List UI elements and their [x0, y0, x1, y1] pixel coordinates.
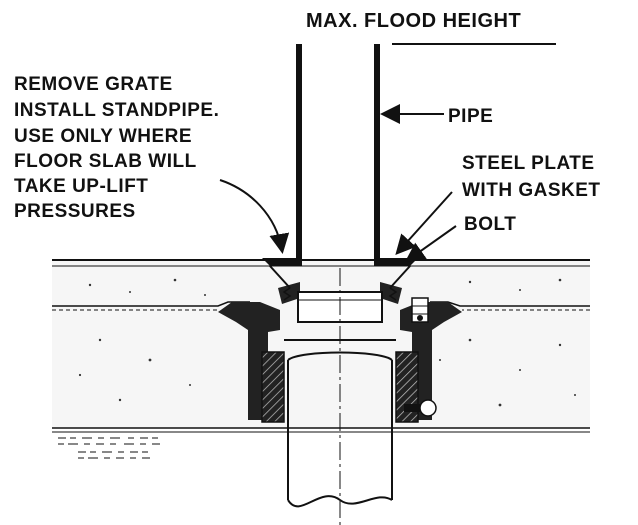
svg-text:STEEL PLATE: STEEL PLATE — [462, 153, 595, 174]
flood-height-label: MAX. FLOOD HEIGHT — [306, 10, 521, 32]
svg-text:PRESSURES: PRESSURES — [14, 201, 136, 222]
bolt-label: BOLT — [464, 214, 516, 235]
leader-steel-plate — [395, 191, 453, 255]
svg-text:TAKE UP-LIFT: TAKE UP-LIFT — [14, 176, 148, 197]
svg-text:INSTALL STANDPIPE.: INSTALL STANDPIPE. — [14, 100, 219, 121]
drain-pipe — [284, 339, 396, 508]
bolt — [411, 297, 429, 323]
standpipe — [296, 44, 380, 260]
pipe-label: PIPE — [448, 106, 493, 127]
svg-text:USE ONLY WHERE: USE ONLY WHERE — [14, 126, 192, 147]
ground-texture — [58, 437, 160, 459]
drain-body-right — [395, 302, 462, 423]
svg-text:FLOOR SLAB WILL: FLOOR SLAB WILL — [14, 151, 197, 172]
svg-text:WITH GASKET: WITH GASKET — [462, 180, 601, 201]
concrete-aggregate — [78, 278, 576, 407]
floor-slab — [52, 259, 590, 433]
steel-plate-note: STEEL PLATE WITH GASKET — [462, 153, 601, 201]
remove-grate-note: REMOVE GRATE INSTALL STANDPIPE. USE ONLY… — [14, 74, 219, 222]
leader-bolt — [404, 225, 457, 263]
drain-body-left — [218, 302, 285, 423]
leader-remove-grate — [219, 179, 290, 254]
svg-text:REMOVE GRATE: REMOVE GRATE — [14, 74, 173, 95]
clamp-screw — [404, 399, 437, 417]
